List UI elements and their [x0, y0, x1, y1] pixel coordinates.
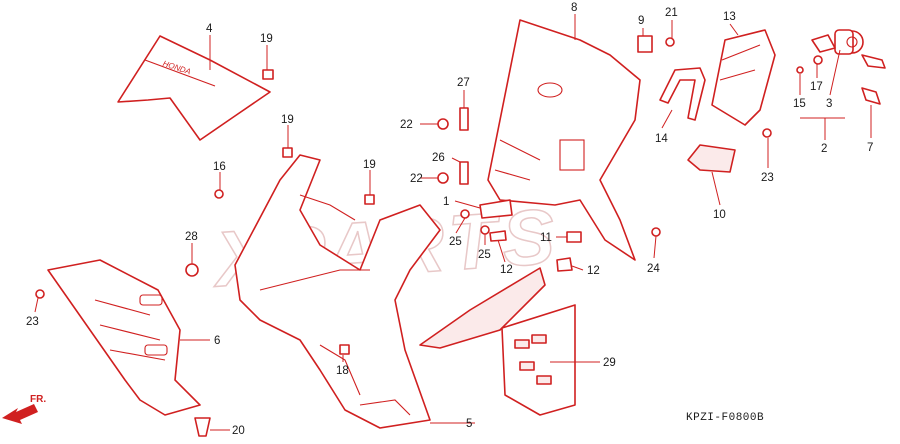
callout-16: 16 — [213, 161, 226, 173]
callout-29: 29 — [603, 357, 616, 369]
callout-2: 2 — [821, 143, 827, 155]
callout-25: 25 — [478, 249, 491, 261]
part-4-top-cover: HONDA — [117, 35, 271, 141]
part-29-decal — [419, 267, 576, 416]
part-13-bracket — [711, 29, 776, 126]
callout-3: 3 — [826, 98, 832, 110]
callout-22: 22 — [400, 119, 413, 131]
callout-8: 8 — [571, 2, 577, 14]
callout-23: 23 — [26, 316, 39, 328]
part-5-front-cover — [234, 154, 441, 429]
callout-22: 22 — [410, 173, 423, 185]
callout-20: 20 — [232, 425, 245, 437]
front-direction-arrow: FR. — [2, 394, 46, 424]
fasteners — [35, 35, 804, 437]
part-14-stay — [659, 67, 706, 121]
callout-15: 15 — [793, 98, 806, 110]
callout-25: 25 — [449, 236, 462, 248]
callout-11: 11 — [540, 232, 552, 244]
callouts: 4 19 19 19 16 28 23 6 20 18 5 29 27 22 2… — [26, 2, 873, 437]
callout-21: 21 — [665, 7, 678, 19]
callout-12: 12 — [500, 264, 513, 276]
callout-12: 12 — [587, 265, 600, 277]
part-2-key-switch — [811, 29, 886, 105]
callout-10: 10 — [713, 209, 726, 221]
callout-19: 19 — [281, 114, 294, 126]
callout-13: 13 — [723, 11, 736, 23]
callout-17: 17 — [810, 81, 823, 93]
callout-23: 23 — [761, 172, 774, 184]
callout-28: 28 — [185, 231, 198, 243]
part-8-inner-panel — [487, 19, 641, 261]
callout-6: 6 — [214, 335, 220, 347]
callout-4: 4 — [206, 23, 213, 35]
diagram-code: KPZI-F0800B — [686, 412, 764, 424]
part-10-lid — [687, 144, 736, 173]
callout-18: 18 — [336, 365, 349, 377]
callout-26: 26 — [432, 152, 445, 164]
callout-7: 7 — [867, 142, 873, 154]
direction-label: FR. — [30, 394, 46, 405]
callout-19: 19 — [363, 159, 376, 171]
callout-1: 1 — [443, 196, 449, 208]
part-6-inner-cover — [47, 259, 201, 416]
callout-19: 19 — [260, 33, 273, 45]
callout-14: 14 — [655, 133, 668, 145]
callout-27: 27 — [457, 77, 470, 89]
callout-5: 5 — [466, 418, 472, 430]
leader-lines — [34, 14, 872, 431]
callout-24: 24 — [647, 263, 660, 275]
callout-9: 9 — [638, 15, 644, 27]
